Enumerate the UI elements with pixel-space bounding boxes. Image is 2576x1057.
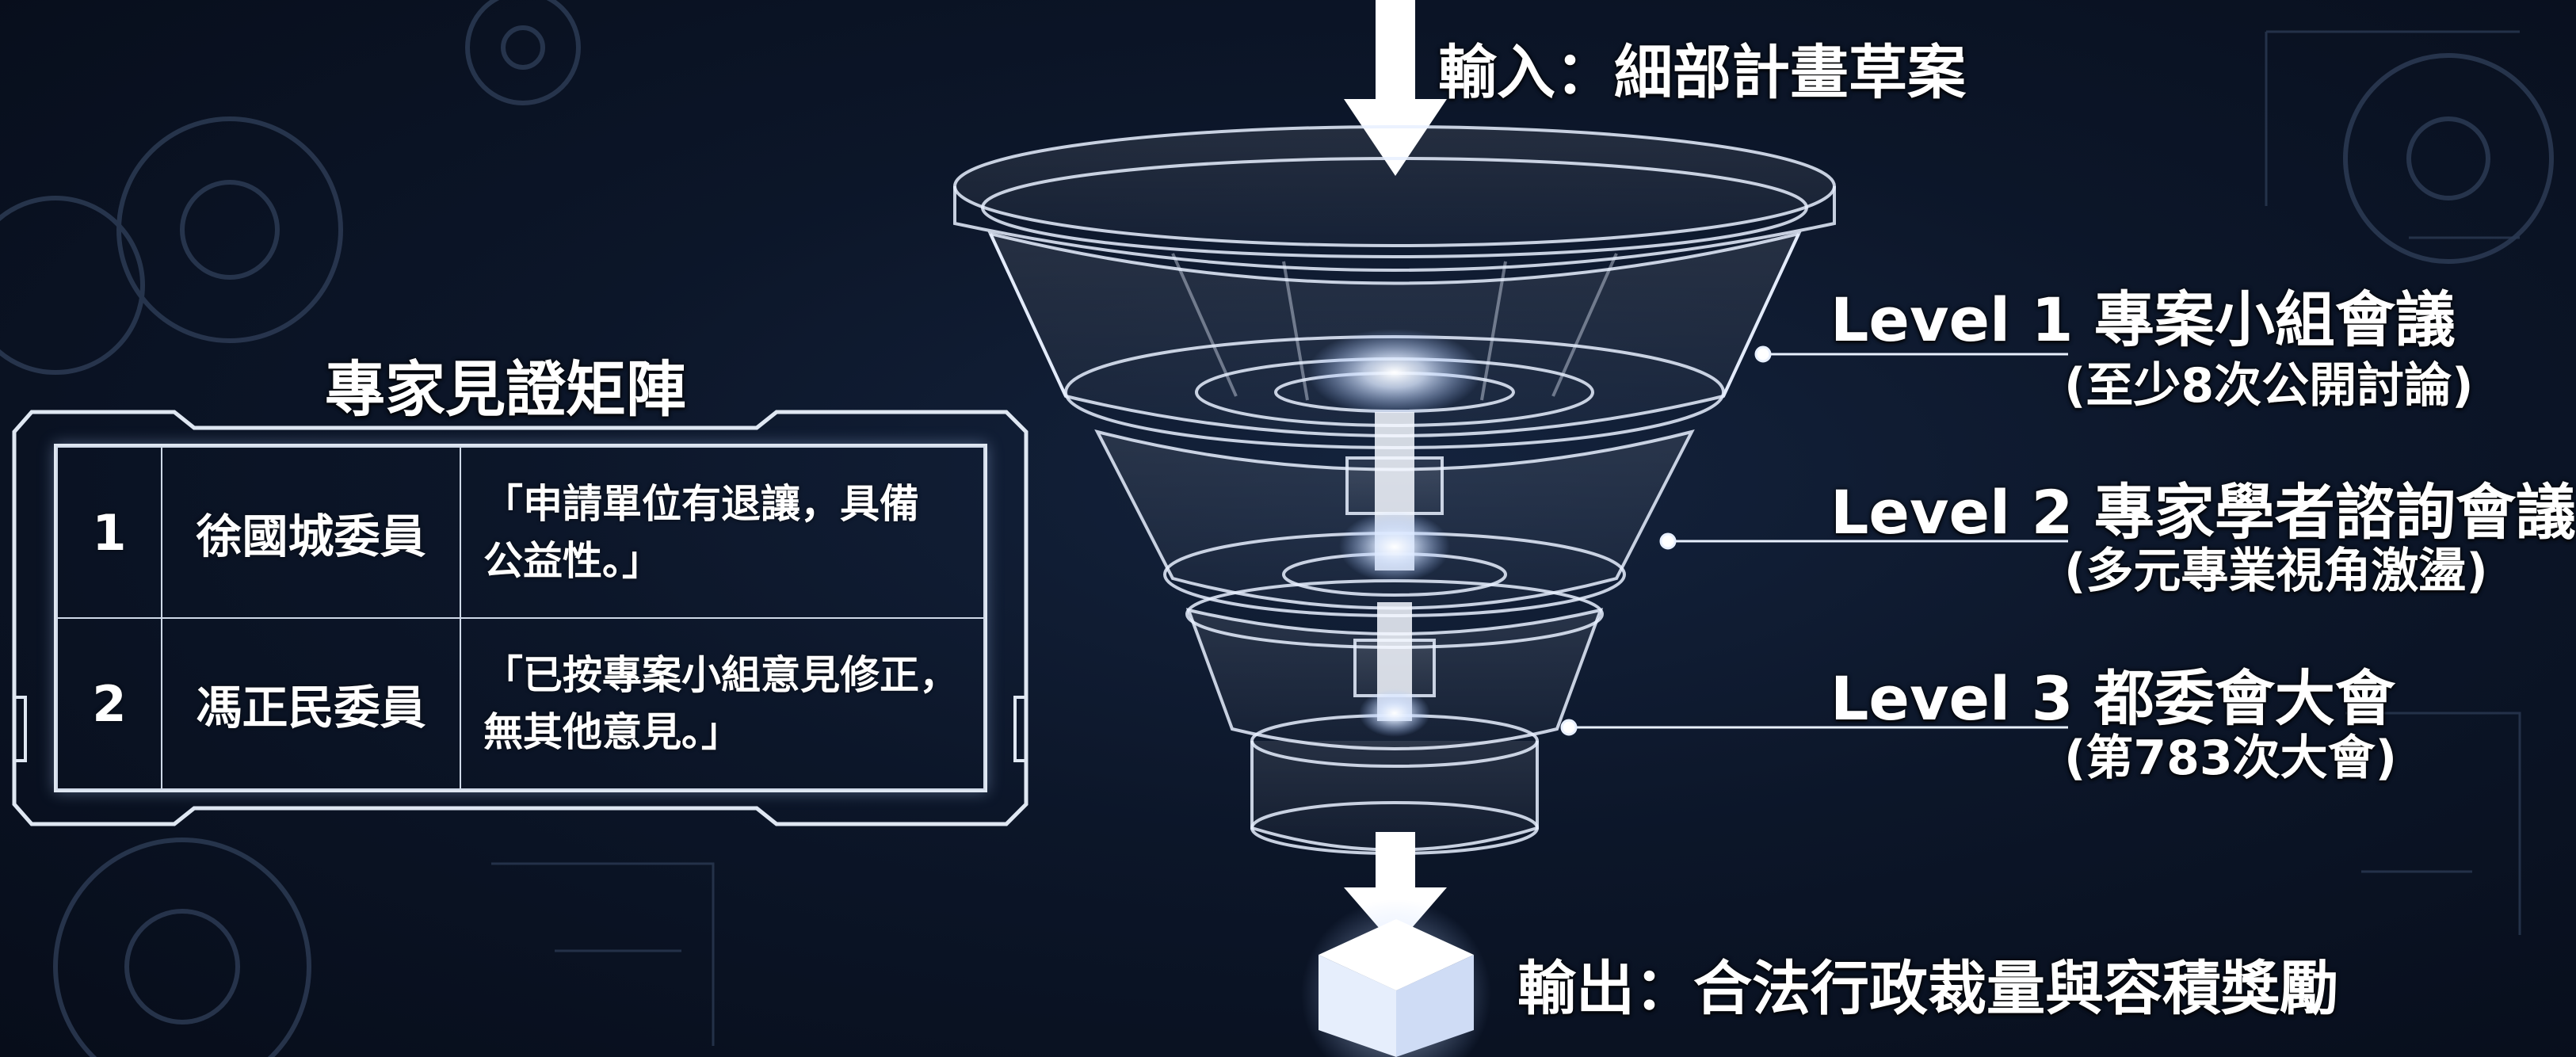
- expert-quote: 「申請單位有退讓，具備 公益性。」: [460, 446, 985, 619]
- matrix-frame: [12, 410, 1028, 826]
- circuit-lines: [491, 30, 2521, 1046]
- matrix-title: 專家見證矩陣: [325, 354, 686, 425]
- table-row: 1 徐國城委員 「申請單位有退讓，具備 公益性。」: [56, 446, 985, 619]
- level-2-subtitle: (多元專業視角激盪): [2064, 544, 2488, 599]
- level-1-title: Level 1 專案小組會議: [1830, 284, 2456, 355]
- row-number: 1: [56, 446, 162, 619]
- row-number: 2: [56, 617, 162, 790]
- expert-name: 徐國城委員: [161, 446, 461, 619]
- expert-quote: 「已按專案小組意見修正， 無其他意見。」: [460, 617, 985, 790]
- level-1-subtitle: (至少8次公開討論): [2064, 358, 2474, 414]
- level-3-title: Level 3 都委會大會: [1830, 663, 2395, 734]
- quote-line: 「申請單位有退讓，具備: [483, 480, 919, 527]
- expert-matrix-table: 1 徐國城委員 「申請單位有退讓，具備 公益性。」 2 馮正民委員 「已按專案小…: [54, 444, 987, 792]
- funnel-light-core: [1307, 329, 1482, 737]
- level-3-subtitle: (第783次大會): [2064, 731, 2398, 786]
- input-label: 輸入：細部計畫草案: [1438, 39, 1966, 107]
- quote-line: 公益性。」: [483, 538, 662, 584]
- quote-line: 「已按專案小組意見修正，: [483, 651, 959, 698]
- output-cube-icon: [1301, 899, 1491, 1057]
- level-2-title: Level 2 專家學者諮詢會議: [1830, 477, 2576, 548]
- output-label: 輸出：合法行政裁量與容積獎勵: [1517, 955, 2338, 1023]
- expert-name: 馮正民委員: [161, 617, 461, 790]
- level-connectors: [1560, 345, 2068, 736]
- table-row: 2 馮正民委員 「已按專案小組意見修正， 無其他意見。」: [56, 617, 985, 790]
- quote-line: 無其他意見。」: [483, 709, 741, 755]
